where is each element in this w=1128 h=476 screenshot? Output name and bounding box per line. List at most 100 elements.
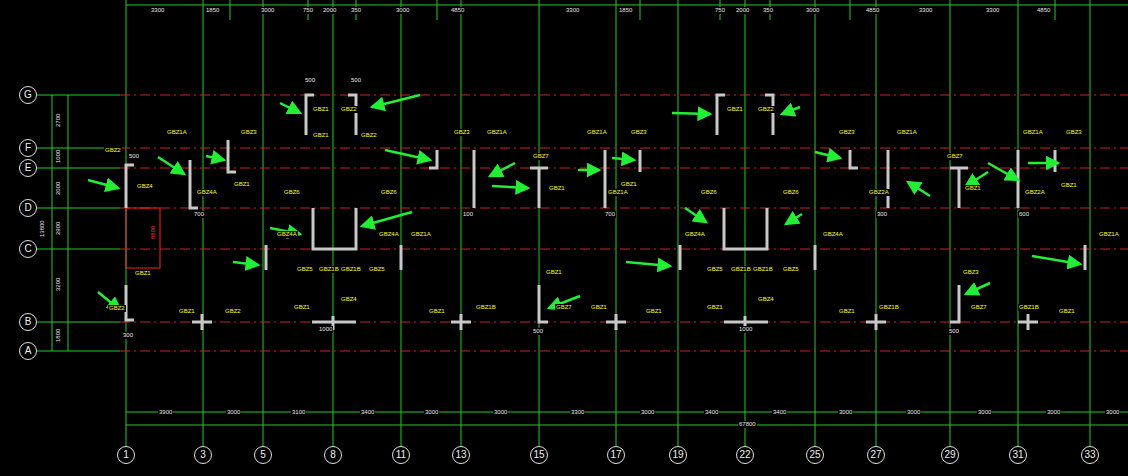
axis-bubble: 31 [1009,446,1027,464]
dimension-text: 3000 [838,409,853,416]
dimension-text: 3000 [1046,409,1061,416]
dimension-text: 3000 [260,7,275,14]
column-label: GBZ1B [752,266,774,273]
column-label: GBZ1 [293,304,311,311]
dimension-text: 2000 [322,7,337,14]
column-label: GBZ2 [224,308,242,315]
column-label: GBZ5 [368,266,386,273]
axis-label: 15 [533,450,544,460]
column-label: GBZ2A [1024,189,1046,196]
column-label: GBZ1 [312,132,330,139]
axis-label: 3 [200,450,206,460]
column-label: GBZ3 [453,129,471,136]
dimension-text: 2000 [55,181,62,196]
axis-label: G [24,90,32,100]
axis-bubble: B [19,313,37,331]
dimension-text: 350 [350,7,362,14]
dimension-text: 300 [876,211,888,218]
column-label: GBZ1A [486,129,508,136]
callout-arrows [88,95,1080,310]
axis-bubble: 15 [530,446,548,464]
column-label: GBZ1A [607,189,629,196]
dimension-text: 4850 [450,7,465,14]
column-label: GBZ1 [428,308,446,315]
axis-label: E [25,163,32,173]
axis-label: 22 [739,450,750,460]
dimension-text: 13800 [39,219,46,238]
axis-bubble: 1 [117,446,135,464]
dimension-text: 3000 [906,409,921,416]
column-label: GBZ4A [822,231,844,238]
dimension-text: 3300 [565,7,580,14]
dimension-text: 1000 [318,326,333,333]
dimension-text: 500 [304,77,316,84]
axis-bubble: 17 [607,446,625,464]
column-label: GBZ1B [878,304,900,311]
column-label: GBZ3 [1065,129,1083,136]
axis-label: 5 [260,450,266,460]
column-label: GBZ5 [782,266,800,273]
dimension-text: 700 [604,211,616,218]
column-label: GBZ2 [360,132,378,139]
column-label: GBZ2 [757,106,775,113]
dimension-text: 67800 [738,421,757,428]
column-label: GBZ3 [630,129,648,136]
column-label: GBZ6 [782,189,800,196]
column-label: GBZ1A [166,129,188,136]
axis-label: 29 [944,450,955,460]
dimension-text: 1000 [55,149,62,164]
axis-label: 8 [330,450,336,460]
dimension-text: 3400 [772,409,787,416]
axis-label: 11 [396,450,406,460]
dimension-text: 3300 [985,7,1000,14]
dimension-text: 350 [762,7,774,14]
dimension-text: 100 [462,211,474,218]
dimension-text: 8800 [150,225,157,240]
column-label: GBZ7 [946,153,964,160]
column-label: GBZ1 [545,269,563,276]
axis-bubble: 27 [867,446,885,464]
column-label: GBZ1 [134,270,152,277]
axis-label: 19 [672,450,683,460]
dimension-text: 1850 [205,7,220,14]
dimension-text: 3000 [424,409,439,416]
axis-bubble: 22 [736,446,754,464]
column-label: GBZ3 [962,269,980,276]
column-label: GBZ1B [475,304,497,311]
dimension-text: 3000 [493,409,508,416]
column-label: GBZ1A [896,129,918,136]
column-label: GBZ6 [283,189,301,196]
dimension-text: 3300 [570,409,585,416]
column-label: GBZ1 [645,308,663,315]
axis-lines-horizontal [37,5,1128,425]
column-label: GBZ1 [838,308,856,315]
axis-bubble: G [19,86,37,104]
column-label: GBZ4 [136,183,154,190]
dimension-text: 500 [532,328,544,335]
dimension-text: 1800 [55,328,62,343]
dimension-text: 3200 [55,277,62,292]
dimension-text: 3000 [395,7,410,14]
dimension-text: 700 [193,211,205,218]
dimension-text: 1850 [618,7,633,14]
column-label: GBZ1B [730,266,752,273]
column-label: GBZ1 [1058,308,1076,315]
axis-bubble: 19 [669,446,687,464]
dimension-text: 3400 [704,409,719,416]
axis-bubble: 5 [254,446,272,464]
dimension-text: 3000 [640,409,655,416]
dimension-text: 3000 [226,409,241,416]
column-label: GBZ1 [548,185,566,192]
column-label: GBZ3 [240,129,258,136]
dimension-text: 3400 [360,409,375,416]
column-label: GBZ1 [620,181,638,188]
column-label: GBZ1 [590,304,608,311]
dimension-text: 750 [302,7,314,14]
column-label: GBZ1B [1018,304,1040,311]
dimension-text: 3300 [918,7,933,14]
shear-wall-columns [126,95,1085,330]
column-label: GBZ5 [296,266,314,273]
axis-label: 31 [1012,450,1023,460]
column-label: GBZ4 [340,296,358,303]
